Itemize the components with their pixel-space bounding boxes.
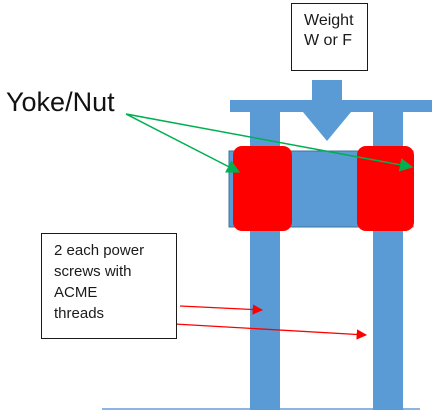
- yoke-nut-label: Yoke/Nut: [6, 87, 115, 117]
- left-nut: [233, 146, 292, 231]
- weight-arrow: [298, 80, 356, 141]
- screw-pointer-right: [156, 322, 368, 340]
- screws-label-line4: threads: [54, 305, 105, 322]
- yoke-pointer-left: [125, 113, 241, 173]
- screw-pointer-left: [179, 304, 264, 315]
- weight-label-line1: Weight: [304, 12, 354, 29]
- yoke-pointer-right: [125, 113, 414, 172]
- power-screws-label-box: 2 each power screws with ACME threads: [41, 233, 177, 339]
- screws-label-line2: screws with: [54, 263, 132, 280]
- weight-label-line2: W or F: [304, 32, 352, 49]
- screws-label-line1: 2 each power: [54, 242, 145, 259]
- weight-label-box: Weight W or F: [291, 3, 368, 71]
- screws-label-line3: ACME: [54, 284, 98, 301]
